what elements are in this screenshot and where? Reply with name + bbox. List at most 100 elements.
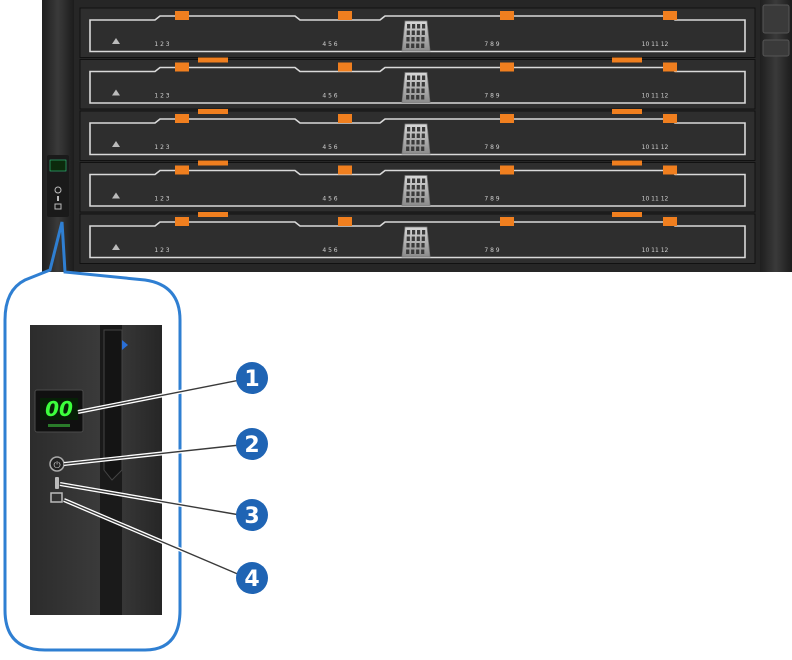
drive-latch <box>500 114 514 123</box>
handle-slot <box>416 133 420 138</box>
drawer-status-icon <box>112 89 120 96</box>
drawer-rail <box>89 15 746 53</box>
drive-led-group: 4 5 6 <box>322 144 337 151</box>
drive-latch <box>500 62 514 72</box>
drawer-status-icon <box>112 244 120 250</box>
handle-slot <box>416 191 420 196</box>
drive-led-group: 7 8 9 <box>484 144 499 151</box>
right-ear-button-top <box>762 4 790 34</box>
drive-led-group: 10 11 12 <box>642 93 669 100</box>
handle-slot <box>411 133 415 138</box>
handle-slot <box>421 30 425 35</box>
handle-slot <box>411 95 415 100</box>
zoom-outline <box>3 221 182 652</box>
drive-led-group: 10 11 12 <box>642 196 669 203</box>
handle-slot <box>406 249 410 254</box>
drive-led-group: 1 2 3 <box>154 144 169 151</box>
handle-slot <box>417 127 421 132</box>
drive-latch <box>175 114 189 123</box>
leader-lines-dark <box>59 379 241 576</box>
handle-slot <box>411 249 415 254</box>
drive-led-group: 1 2 3 <box>154 247 169 254</box>
handle-slot <box>406 198 410 203</box>
handle-slot <box>416 30 420 35</box>
handle-slot <box>411 243 415 248</box>
handle-slot <box>416 37 420 42</box>
handle-slot <box>411 140 415 145</box>
handle-slot <box>421 236 425 241</box>
handle-slot <box>406 185 410 190</box>
mini-power-led <box>54 186 62 194</box>
handle-slot <box>421 88 425 93</box>
drive-latch <box>500 165 514 175</box>
handle-slot <box>416 236 420 241</box>
drive-led-group: 1 2 3 <box>154 93 169 100</box>
handle-slot <box>416 43 420 48</box>
handle-slot <box>411 88 415 93</box>
drive-latch <box>500 217 514 226</box>
drawer-2: 1 2 3 4 5 6 7 8 9 10 11 12 <box>79 57 756 110</box>
handle-slot <box>416 249 420 254</box>
drive-latch <box>338 165 352 175</box>
handle-slot <box>416 82 420 87</box>
handle-slot <box>412 24 416 29</box>
drive-latch <box>338 62 352 72</box>
drive-latch <box>663 217 677 226</box>
drive-latch <box>663 114 677 123</box>
callout-1-label: 1 <box>244 367 259 392</box>
drive-led-group: 4 5 6 <box>322 93 337 100</box>
drawer-release-left <box>198 109 228 114</box>
handle-slot <box>406 88 410 93</box>
handle-slot <box>422 24 426 29</box>
handle-slot <box>411 236 415 241</box>
handle-slot <box>421 95 425 100</box>
handle-slot <box>406 30 410 35</box>
drawer-rail <box>89 66 746 104</box>
callout-2-circle <box>236 428 268 460</box>
handle-slot <box>412 127 416 132</box>
drive-latch <box>175 62 189 72</box>
handle-slot <box>406 140 410 145</box>
drive-led-group: 7 8 9 <box>484 93 499 100</box>
callout-2: 2 <box>236 428 268 460</box>
handle-slot <box>416 243 420 248</box>
callout-3-label: 3 <box>244 504 259 529</box>
callout-1: 1 <box>236 362 268 394</box>
drawer-release-left <box>198 160 228 166</box>
handle-slot <box>416 185 420 190</box>
handle-slot <box>421 185 425 190</box>
handle-slot <box>416 146 420 151</box>
handle-slot <box>407 230 411 235</box>
drawer-rail <box>89 118 746 156</box>
handle-slot <box>406 133 410 138</box>
drive-led-group: 7 8 9 <box>484 41 499 48</box>
handle-slot <box>406 37 410 42</box>
handle-slot <box>421 243 425 248</box>
handle-slot <box>411 185 415 190</box>
handle-slot <box>421 146 425 151</box>
handle-slot <box>407 24 411 29</box>
handle-slot <box>412 178 416 183</box>
drive-latch <box>175 217 189 226</box>
handle-slot <box>417 178 421 183</box>
callout-3-circle <box>236 499 268 531</box>
handle-slot <box>421 82 425 87</box>
drive-latch <box>663 11 677 20</box>
handle-slot <box>416 140 420 145</box>
right-ear-button-bottom <box>762 39 790 57</box>
handle-slot <box>422 127 426 132</box>
handle-slot <box>411 43 415 48</box>
handle-slot <box>422 230 426 235</box>
fault-led <box>55 477 59 489</box>
power-led-glyph: ⏻ <box>53 460 60 471</box>
handle-slot <box>411 82 415 87</box>
handle-slot <box>421 37 425 42</box>
drive-led-group: 10 11 12 <box>642 41 669 48</box>
handle-slot <box>421 43 425 48</box>
drawer-rail <box>89 221 746 259</box>
drawer-release-right <box>612 57 642 63</box>
drive-led-group: 4 5 6 <box>322 247 337 254</box>
handle-slot <box>417 230 421 235</box>
handle-slot <box>406 95 410 100</box>
